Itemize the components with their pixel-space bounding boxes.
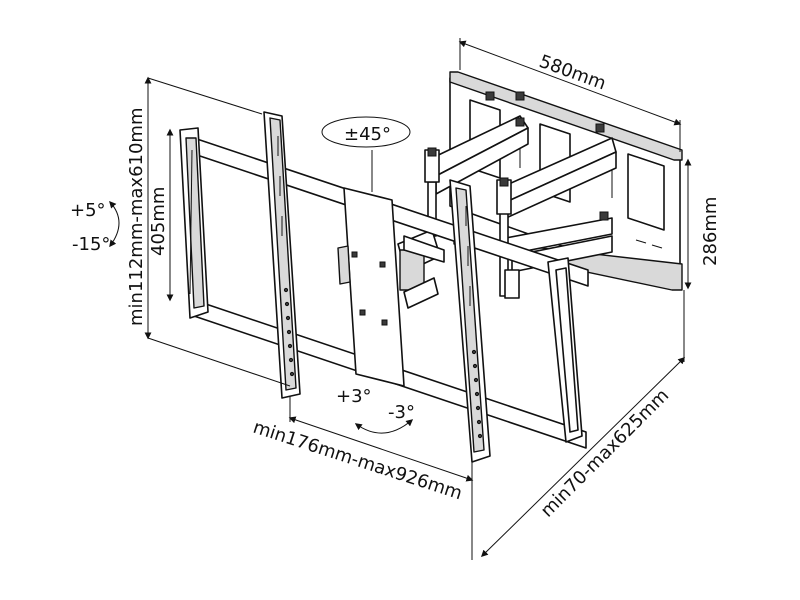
level-down-label: -3° xyxy=(388,402,415,423)
level-up-label: +3° xyxy=(336,386,372,407)
dimension-lines xyxy=(109,38,692,560)
horizontal-range-label: min176mm-max926mm xyxy=(250,417,464,504)
plate-height-label: 286mm xyxy=(700,197,721,266)
swivel-label: ±45° xyxy=(344,124,391,145)
tilt-down-label: -15° xyxy=(72,234,110,255)
vertical-bracket-left xyxy=(263,111,301,399)
pivot-plate xyxy=(337,187,445,387)
depth-range-label: min70-max625mm xyxy=(537,385,673,521)
vertical-spacing-label: 405mm xyxy=(148,187,169,256)
tilt-up-label: +5° xyxy=(70,200,106,221)
vertical-range-label: min112mm-max610mm xyxy=(126,107,147,326)
plate-width-label: 580mm xyxy=(536,51,608,94)
vertical-bracket-right xyxy=(449,179,491,463)
